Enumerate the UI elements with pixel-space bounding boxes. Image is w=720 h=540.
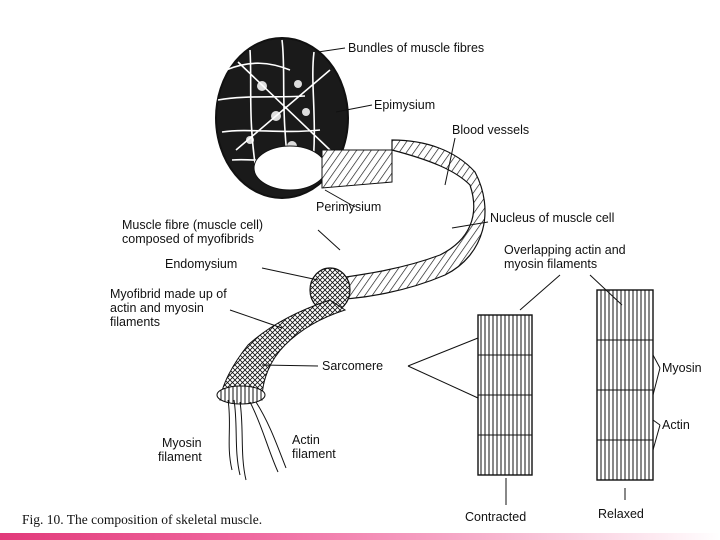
label-actin-filament-line2: filament (292, 447, 336, 461)
label-blood-vessels: Blood vessels (452, 123, 529, 137)
accent-bar (0, 533, 720, 540)
label-perimysium: Perimysium (316, 200, 381, 214)
label-overlap-line1: Overlapping actin and (504, 243, 626, 257)
label-actin-filament-line1: Actin (292, 433, 320, 447)
label-myofibrid-line2: actin and myosin (110, 301, 204, 315)
sarcomere-contracted-illustration (477, 314, 533, 476)
muscle-bundle-illustration (215, 37, 393, 199)
label-nucleus: Nucleus of muscle cell (490, 211, 614, 225)
label-sarcomere: Sarcomere (322, 359, 383, 373)
label-muscle-fibre-line1: Muscle fibre (muscle cell) (122, 218, 263, 232)
label-relaxed: Relaxed (598, 507, 644, 521)
sarcomere-relaxed-illustration (596, 289, 654, 481)
label-actin: Actin (662, 418, 690, 432)
label-myofibrid-line3: filaments (110, 315, 160, 329)
label-bundles: Bundles of muscle fibres (348, 41, 484, 55)
label-myosin: Myosin (662, 361, 702, 375)
label-myofibrid-line1: Myofibrid made up of (110, 287, 227, 301)
muscle-fibre-illustration (216, 139, 486, 481)
label-contracted: Contracted (465, 510, 526, 524)
leader-lines (229, 47, 661, 505)
label-endomysium: Endomysium (165, 257, 237, 271)
label-myosin-filament-line2: filament (158, 450, 202, 464)
label-myosin-filament-line1: Myosin (162, 436, 202, 450)
label-epimysium: Epimysium (374, 98, 435, 112)
label-overlap-line2: myosin filaments (504, 257, 597, 271)
label-muscle-fibre-line2: composed of myofibrids (122, 232, 254, 246)
figure-caption: Fig. 10. The composition of skeletal mus… (22, 512, 262, 527)
